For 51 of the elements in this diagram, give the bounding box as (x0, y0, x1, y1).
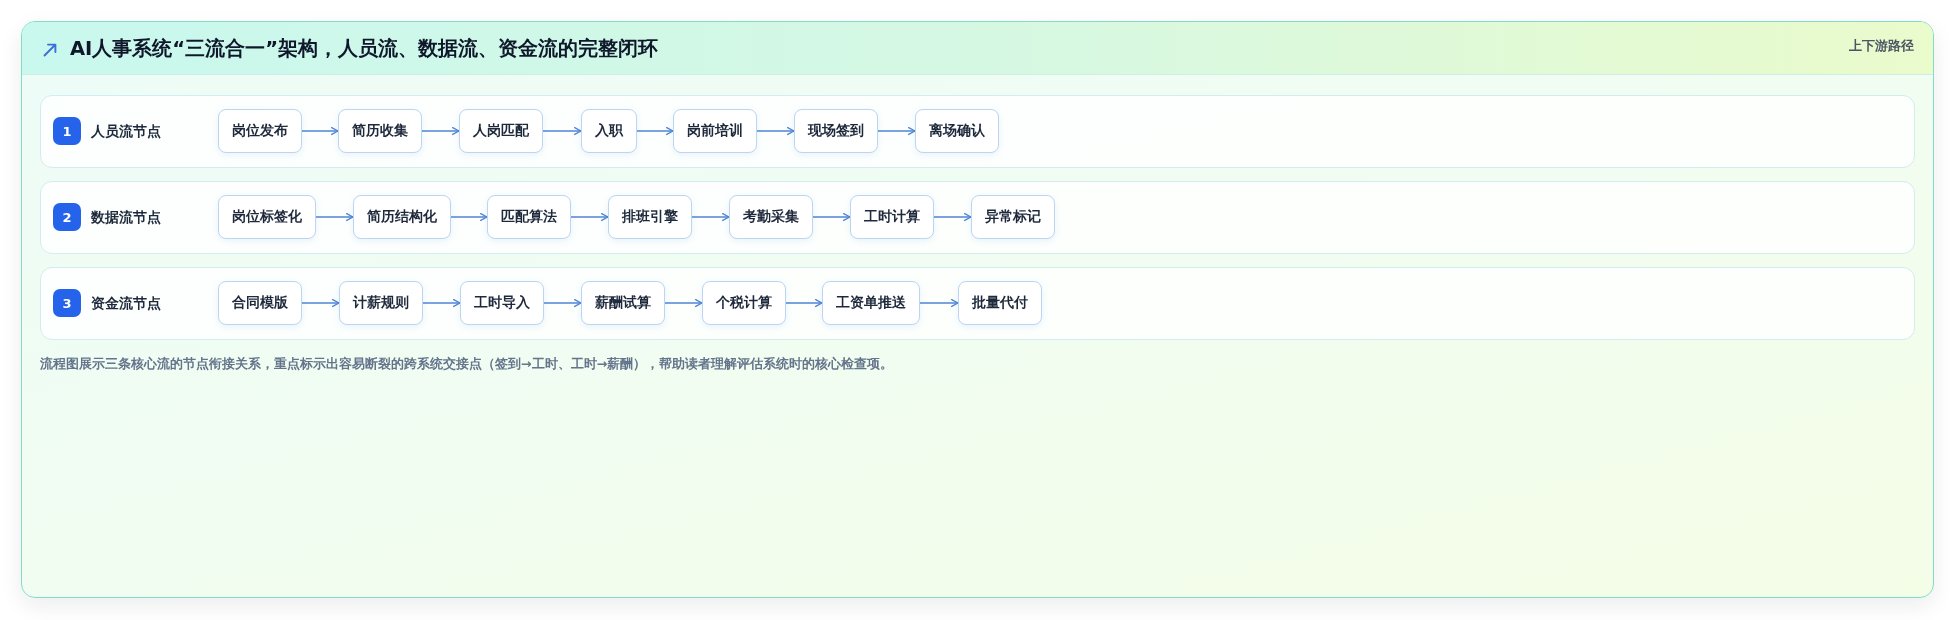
number-badge: 1 (53, 117, 81, 145)
process-box: 个税计算 (702, 281, 786, 325)
arrow (664, 298, 703, 308)
arrow (301, 126, 339, 136)
arrow (315, 212, 354, 222)
process-box: 批量代付 (958, 281, 1042, 325)
process-box: 岗位发布 (218, 109, 302, 153)
arrow (450, 212, 488, 222)
process-box: 考勤采集 (729, 195, 813, 239)
process-box: 简历收集 (338, 109, 422, 153)
arrow (919, 298, 959, 308)
process-box: 异常标记 (971, 195, 1055, 239)
lane-title: 数据流节点 (91, 208, 161, 227)
arrow (422, 298, 461, 308)
process-box: 人岗匹配 (459, 109, 543, 153)
process-box: 工资单推送 (822, 281, 920, 325)
number-badge: 3 (53, 289, 81, 317)
process-box: 工时计算 (850, 195, 934, 239)
diagram-title: AI人事系统“三流合一”架构，人员流、数据流、资金流的完整闭环 (70, 36, 658, 61)
process-box: 简历结构化 (353, 195, 451, 239)
process-box: 计薪规则 (339, 281, 423, 325)
arrow (421, 126, 460, 136)
arrow (877, 126, 916, 136)
arrow (691, 212, 730, 222)
process-box: 工时导入 (460, 281, 544, 325)
process-box: 岗前培训 (673, 109, 757, 153)
lane-title: 资金流节点 (91, 294, 161, 313)
process-box: 现场签到 (794, 109, 878, 153)
arrow (543, 298, 582, 308)
arrow (812, 212, 851, 222)
arrow (570, 212, 609, 222)
lane-title: 人员流节点 (91, 122, 161, 141)
number-badge: 2 (53, 203, 81, 231)
flow-lane (40, 95, 1915, 168)
caption-text: 流程图展示三条核心流的节点衔接关系，重点标示出容易断裂的跨系统交接点（签到→工时、工时→薪酬），帮助读者理解评估系统时的核心检查项。 (40, 356, 894, 372)
process-box: 入职 (581, 109, 637, 153)
process-box: 薪酬试算 (581, 281, 665, 325)
arrow (785, 298, 823, 308)
header-note: 上下游路径 (1849, 38, 1914, 54)
arrow (301, 298, 340, 308)
arrow (636, 126, 674, 136)
process-box: 匹配算法 (487, 195, 571, 239)
arrow (542, 126, 582, 136)
process-box: 合同模版 (218, 281, 302, 325)
flow-lane (40, 181, 1915, 254)
process-box: 岗位标签化 (218, 195, 316, 239)
flow-lane (40, 267, 1915, 340)
arrow (933, 212, 972, 222)
process-box: 排班引擎 (608, 195, 692, 239)
arrow (756, 126, 795, 136)
process-box: 离场确认 (915, 109, 999, 153)
